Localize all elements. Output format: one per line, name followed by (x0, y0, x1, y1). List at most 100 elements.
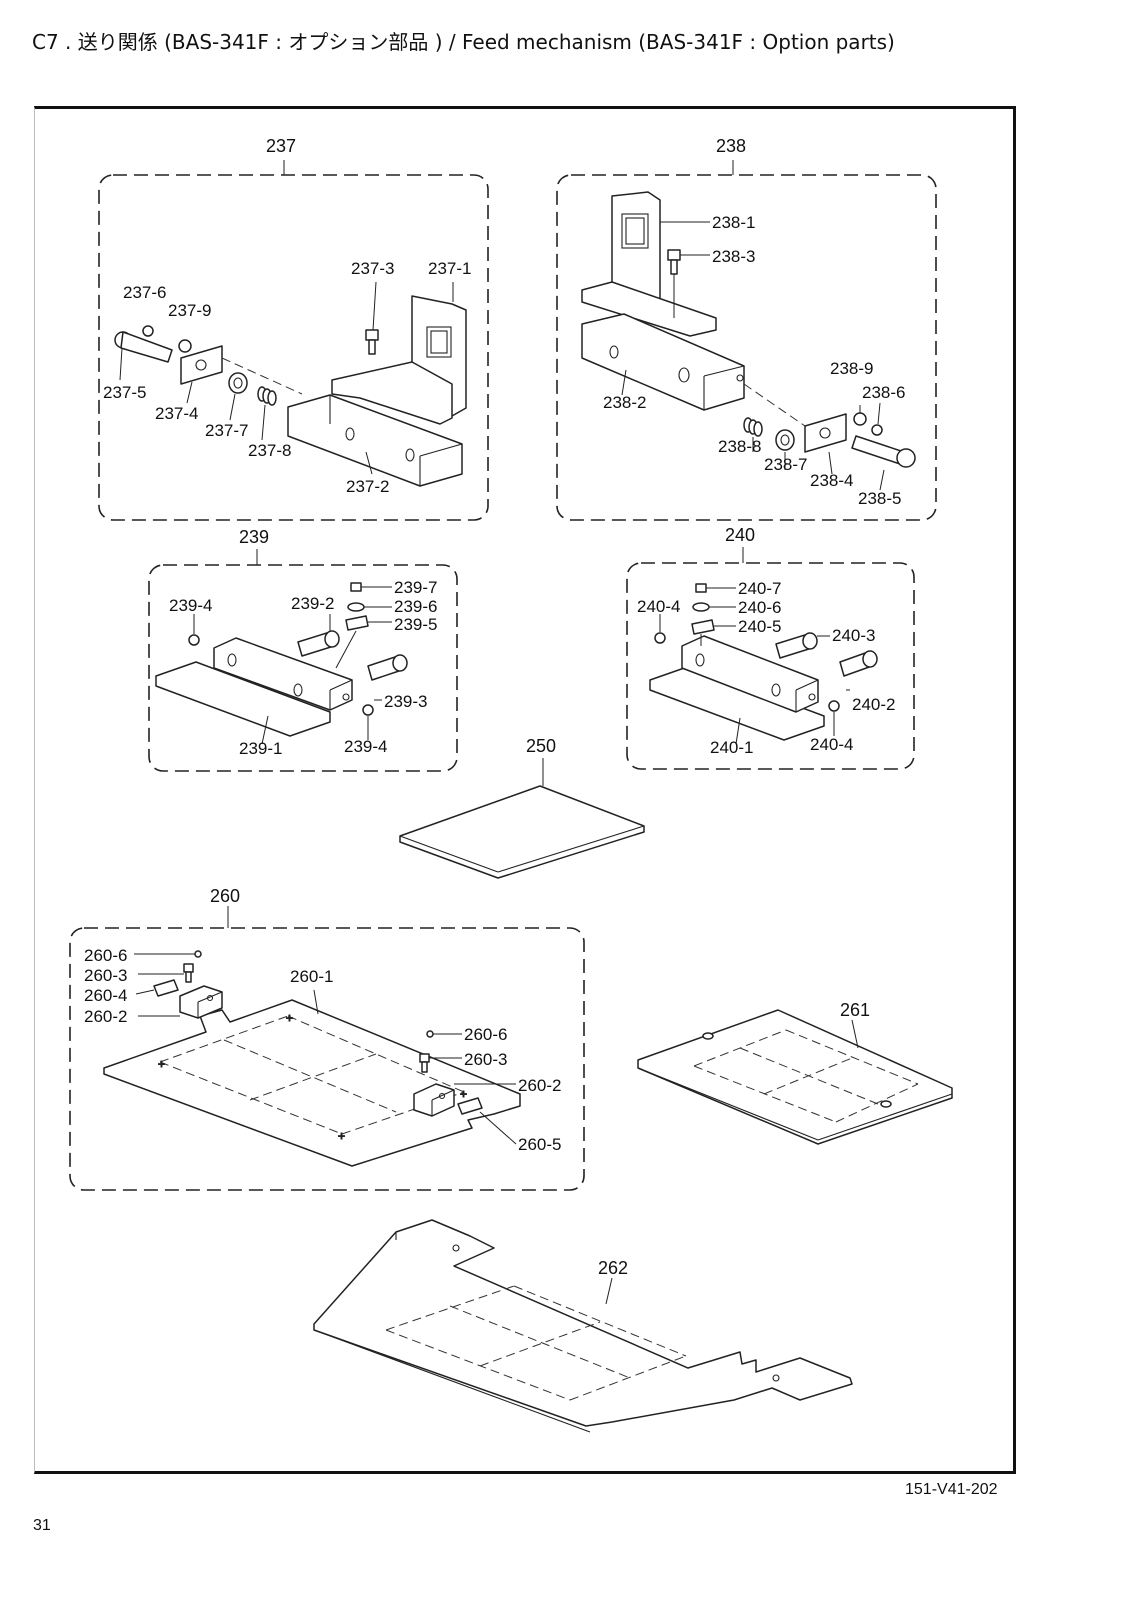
part-250-sheet: 250 (399, 736, 645, 879)
part-237-6-ring (142, 325, 154, 337)
label-240-1: 240-1 (710, 738, 753, 757)
group-237-border (98, 174, 489, 521)
part-238-3-screw (667, 249, 681, 275)
label-260-3: 260-3 (84, 966, 127, 985)
part-240-5-plate (691, 619, 715, 635)
page-number: 31 (33, 1517, 51, 1534)
group-237-label: 237 (266, 136, 296, 156)
part-240-6-washer (692, 602, 710, 612)
svg-text:+: + (158, 1057, 165, 1071)
label-238-6: 238-6 (862, 383, 905, 402)
label-239-6: 239-6 (394, 597, 437, 616)
label-240-7: 240-7 (738, 579, 781, 598)
label-239-4-b: 239-4 (344, 737, 387, 756)
part-237-1-bracket (331, 295, 467, 425)
part-239-3-pin (367, 654, 408, 681)
label-239-3: 239-3 (384, 692, 427, 711)
part-237-8-spring (257, 386, 277, 406)
part-240-1-block (681, 635, 819, 713)
label-237-7: 237-7 (205, 421, 248, 440)
part-262-plate: 262 (313, 1219, 853, 1433)
label-237-5: 237-5 (103, 383, 146, 402)
label-240-2: 240-2 (852, 695, 895, 714)
label-240-5: 240-5 (738, 617, 781, 636)
part-239-7-screw (350, 582, 362, 592)
part-239-4-nut-2 (362, 704, 374, 716)
label-237-6: 237-6 (123, 283, 166, 302)
label-240-4: 240-4 (637, 597, 680, 616)
group-240-border (626, 562, 915, 770)
part-238-5-pin (851, 435, 916, 468)
label-239-2: 239-2 (291, 594, 334, 613)
part-239-4-nut (188, 634, 200, 646)
label-260-6-b: 260-6 (464, 1025, 507, 1044)
part-240-4-nut-2 (828, 700, 840, 712)
part-260-6-nut-2 (426, 1030, 434, 1038)
document-code: 151-V41-202 (905, 1481, 998, 1498)
label-238-7: 238-7 (764, 455, 807, 474)
label-238-8: 238-8 (718, 437, 761, 456)
part-240-4-nut (654, 632, 666, 644)
part-240-2-pin (839, 650, 878, 677)
label-237-8: 237-8 (248, 441, 291, 460)
label-260-1: 260-1 (290, 967, 333, 986)
part-261-plate: 261 (637, 1000, 953, 1145)
label-239-4: 239-4 (169, 596, 212, 615)
label-237-2: 237-2 (346, 477, 389, 496)
label-260-4: 260-4 (84, 986, 127, 1005)
label-260-2-b: 260-2 (518, 1076, 561, 1095)
group-260: 260 + + + + (69, 886, 585, 1191)
part-238-8-spring (743, 417, 763, 437)
part-237-4-plate (180, 345, 223, 385)
label-238-9: 238-9 (830, 359, 873, 378)
part-237-2-block (287, 394, 463, 487)
group-237: 237 (98, 136, 489, 521)
page-title: C7 . 送り関係 (BAS-341F : オプション部品 ) / Feed m… (32, 30, 895, 54)
diagram-frame (34, 106, 1016, 1474)
svg-text:+: + (338, 1129, 345, 1143)
part-260-2-holder-2 (413, 1083, 455, 1117)
part-239-1-block (213, 637, 353, 711)
part-260-3-screw-2 (419, 1053, 430, 1063)
group-238-label: 238 (716, 136, 746, 156)
label-238-3: 238-3 (712, 247, 755, 266)
part-240-3-pin (775, 632, 818, 659)
label-240-4-b: 240-4 (810, 735, 853, 754)
label-250: 250 (526, 736, 556, 756)
part-260-3-screw (183, 963, 194, 973)
group-239: 239 (148, 527, 458, 772)
label-240-3: 240-3 (832, 626, 875, 645)
part-260-5-pin (457, 1097, 483, 1115)
part-238-1-bracket (581, 191, 717, 337)
label-238-1: 238-1 (712, 213, 755, 232)
part-237-7-washer (228, 372, 248, 394)
label-238-4: 238-4 (810, 471, 853, 490)
label-239-7: 239-7 (394, 578, 437, 597)
label-260-6: 260-6 (84, 946, 127, 965)
part-260-6-nut (194, 950, 202, 958)
part-238-7-washer (775, 429, 795, 451)
part-260-4-pin (153, 979, 179, 997)
part-260-1-plate: + + + + (103, 999, 521, 1167)
group-239-label: 239 (239, 527, 269, 547)
group-240: 240 (626, 525, 915, 770)
part-239-6-washer (347, 602, 365, 612)
part-238-6-ring (871, 424, 883, 436)
part-238-2-block (581, 313, 745, 411)
label-239-5: 239-5 (394, 615, 437, 634)
label-260-2: 260-2 (84, 1007, 127, 1026)
part-239-2-pin (297, 630, 340, 657)
label-237-4: 237-4 (155, 404, 198, 423)
label-237-3: 237-3 (351, 259, 394, 278)
part-239-5-plate (345, 615, 369, 631)
part-238-4-plate (804, 413, 847, 453)
part-237-9-nut (178, 339, 192, 353)
group-238: 238 (556, 136, 937, 521)
svg-text:+: + (286, 1011, 293, 1025)
label-262: 262 (598, 1258, 628, 1278)
part-237-3-screw (365, 329, 379, 355)
part-239-1-base (155, 661, 331, 737)
label-237-1: 237-1 (428, 259, 471, 278)
label-240-6: 240-6 (738, 598, 781, 617)
group-260-label: 260 (210, 886, 240, 906)
